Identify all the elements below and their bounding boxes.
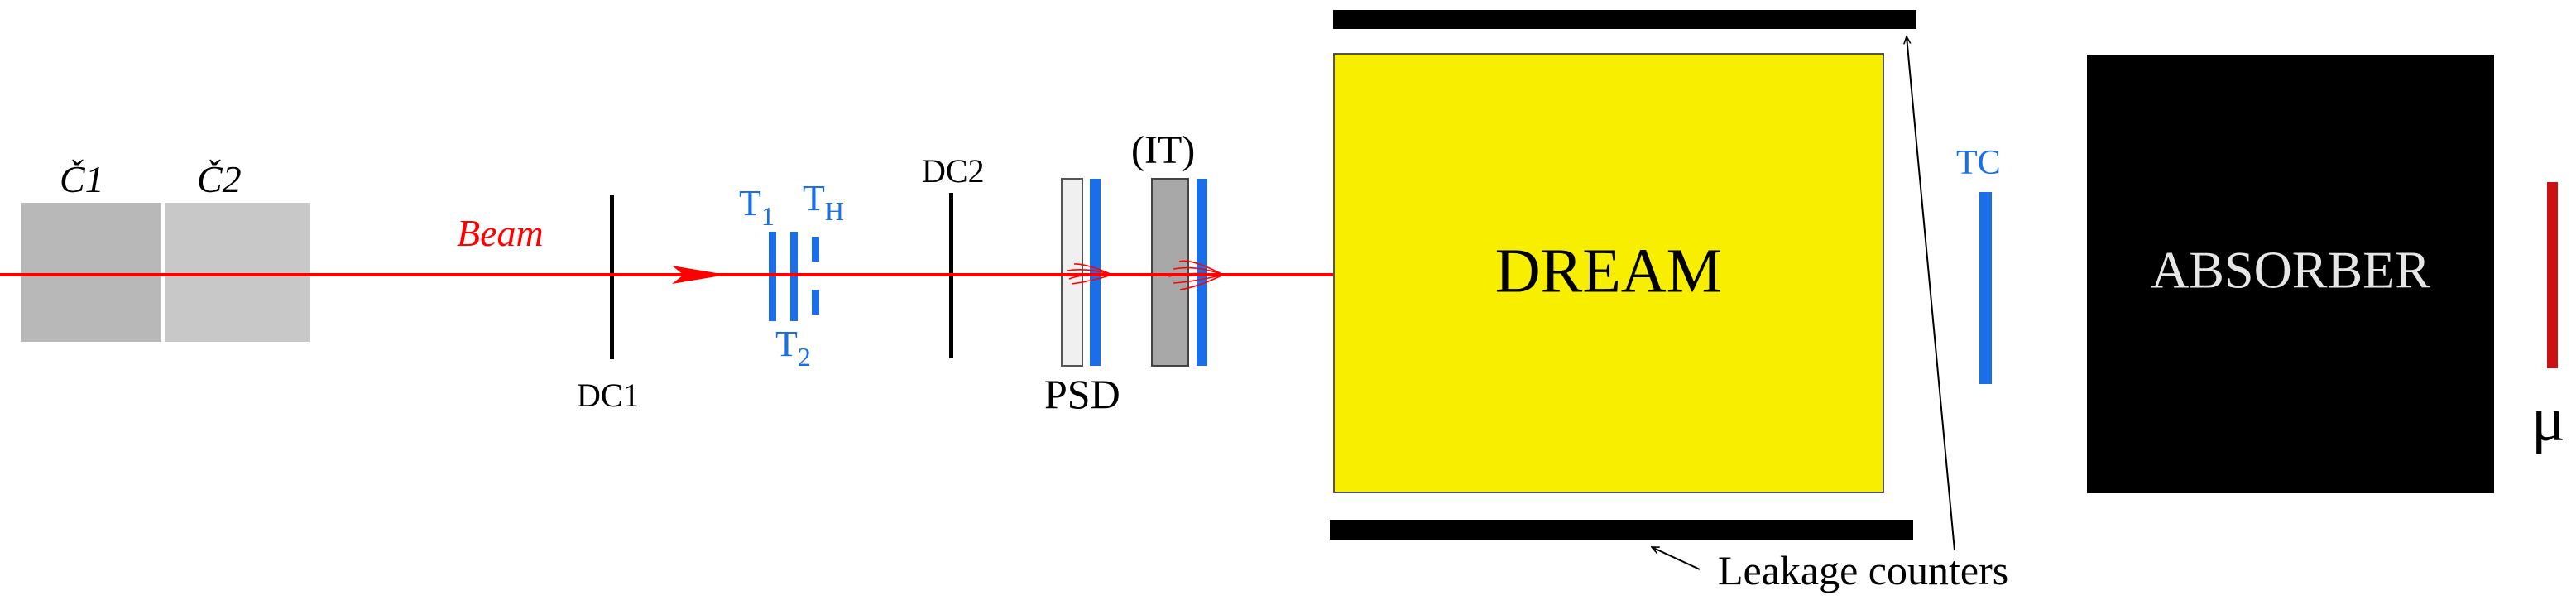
muon-counter — [2547, 182, 2558, 368]
it-label: (IT) — [1131, 128, 1195, 172]
it-counter — [1197, 179, 1207, 366]
muon-label: μ — [2531, 385, 2565, 454]
t2-label: T2 — [775, 324, 811, 372]
beam-label: Beam — [457, 212, 544, 254]
it-plate — [1151, 178, 1189, 367]
psd-backscatter-tracks — [1067, 263, 1113, 285]
cherenkov-counter-2 — [165, 203, 310, 342]
th-label: TH — [803, 178, 844, 226]
dc2-label: DC2 — [922, 152, 985, 190]
absorber-block — [2087, 55, 2494, 493]
drift-chamber-1 — [610, 195, 614, 359]
trigger-counter-th-top — [812, 237, 819, 262]
dream-label: DREAM — [1495, 236, 1722, 305]
leakage-arrow-top — [1907, 36, 1955, 551]
leakage-counter-bottom — [1330, 520, 1913, 540]
t1-label: T1 — [739, 183, 775, 231]
psd-plate — [1061, 178, 1083, 367]
it-backscatter-tracks — [1168, 260, 1224, 290]
leakage-counter-top — [1333, 10, 1916, 29]
dc1-label: DC1 — [577, 377, 640, 414]
cherenkov-2-label: Č2 — [197, 158, 242, 200]
tc-label: TC — [1956, 144, 2001, 182]
beam-direction-arrow — [672, 266, 727, 284]
dream-calorimeter — [1333, 53, 1884, 493]
absorber-label: ABSORBER — [2151, 241, 2430, 300]
leakage-arrow-bottom — [1652, 546, 1701, 570]
trigger-counter-th-bottom — [812, 290, 819, 315]
cherenkov-1-label: Č1 — [60, 158, 104, 200]
cherenkov-counter-1 — [21, 203, 161, 342]
psd-counter — [1090, 179, 1101, 366]
psd-label: PSD — [1044, 371, 1120, 417]
leakage-counters-label: Leakage counters — [1718, 547, 2008, 593]
tail-catcher — [1979, 192, 1992, 384]
